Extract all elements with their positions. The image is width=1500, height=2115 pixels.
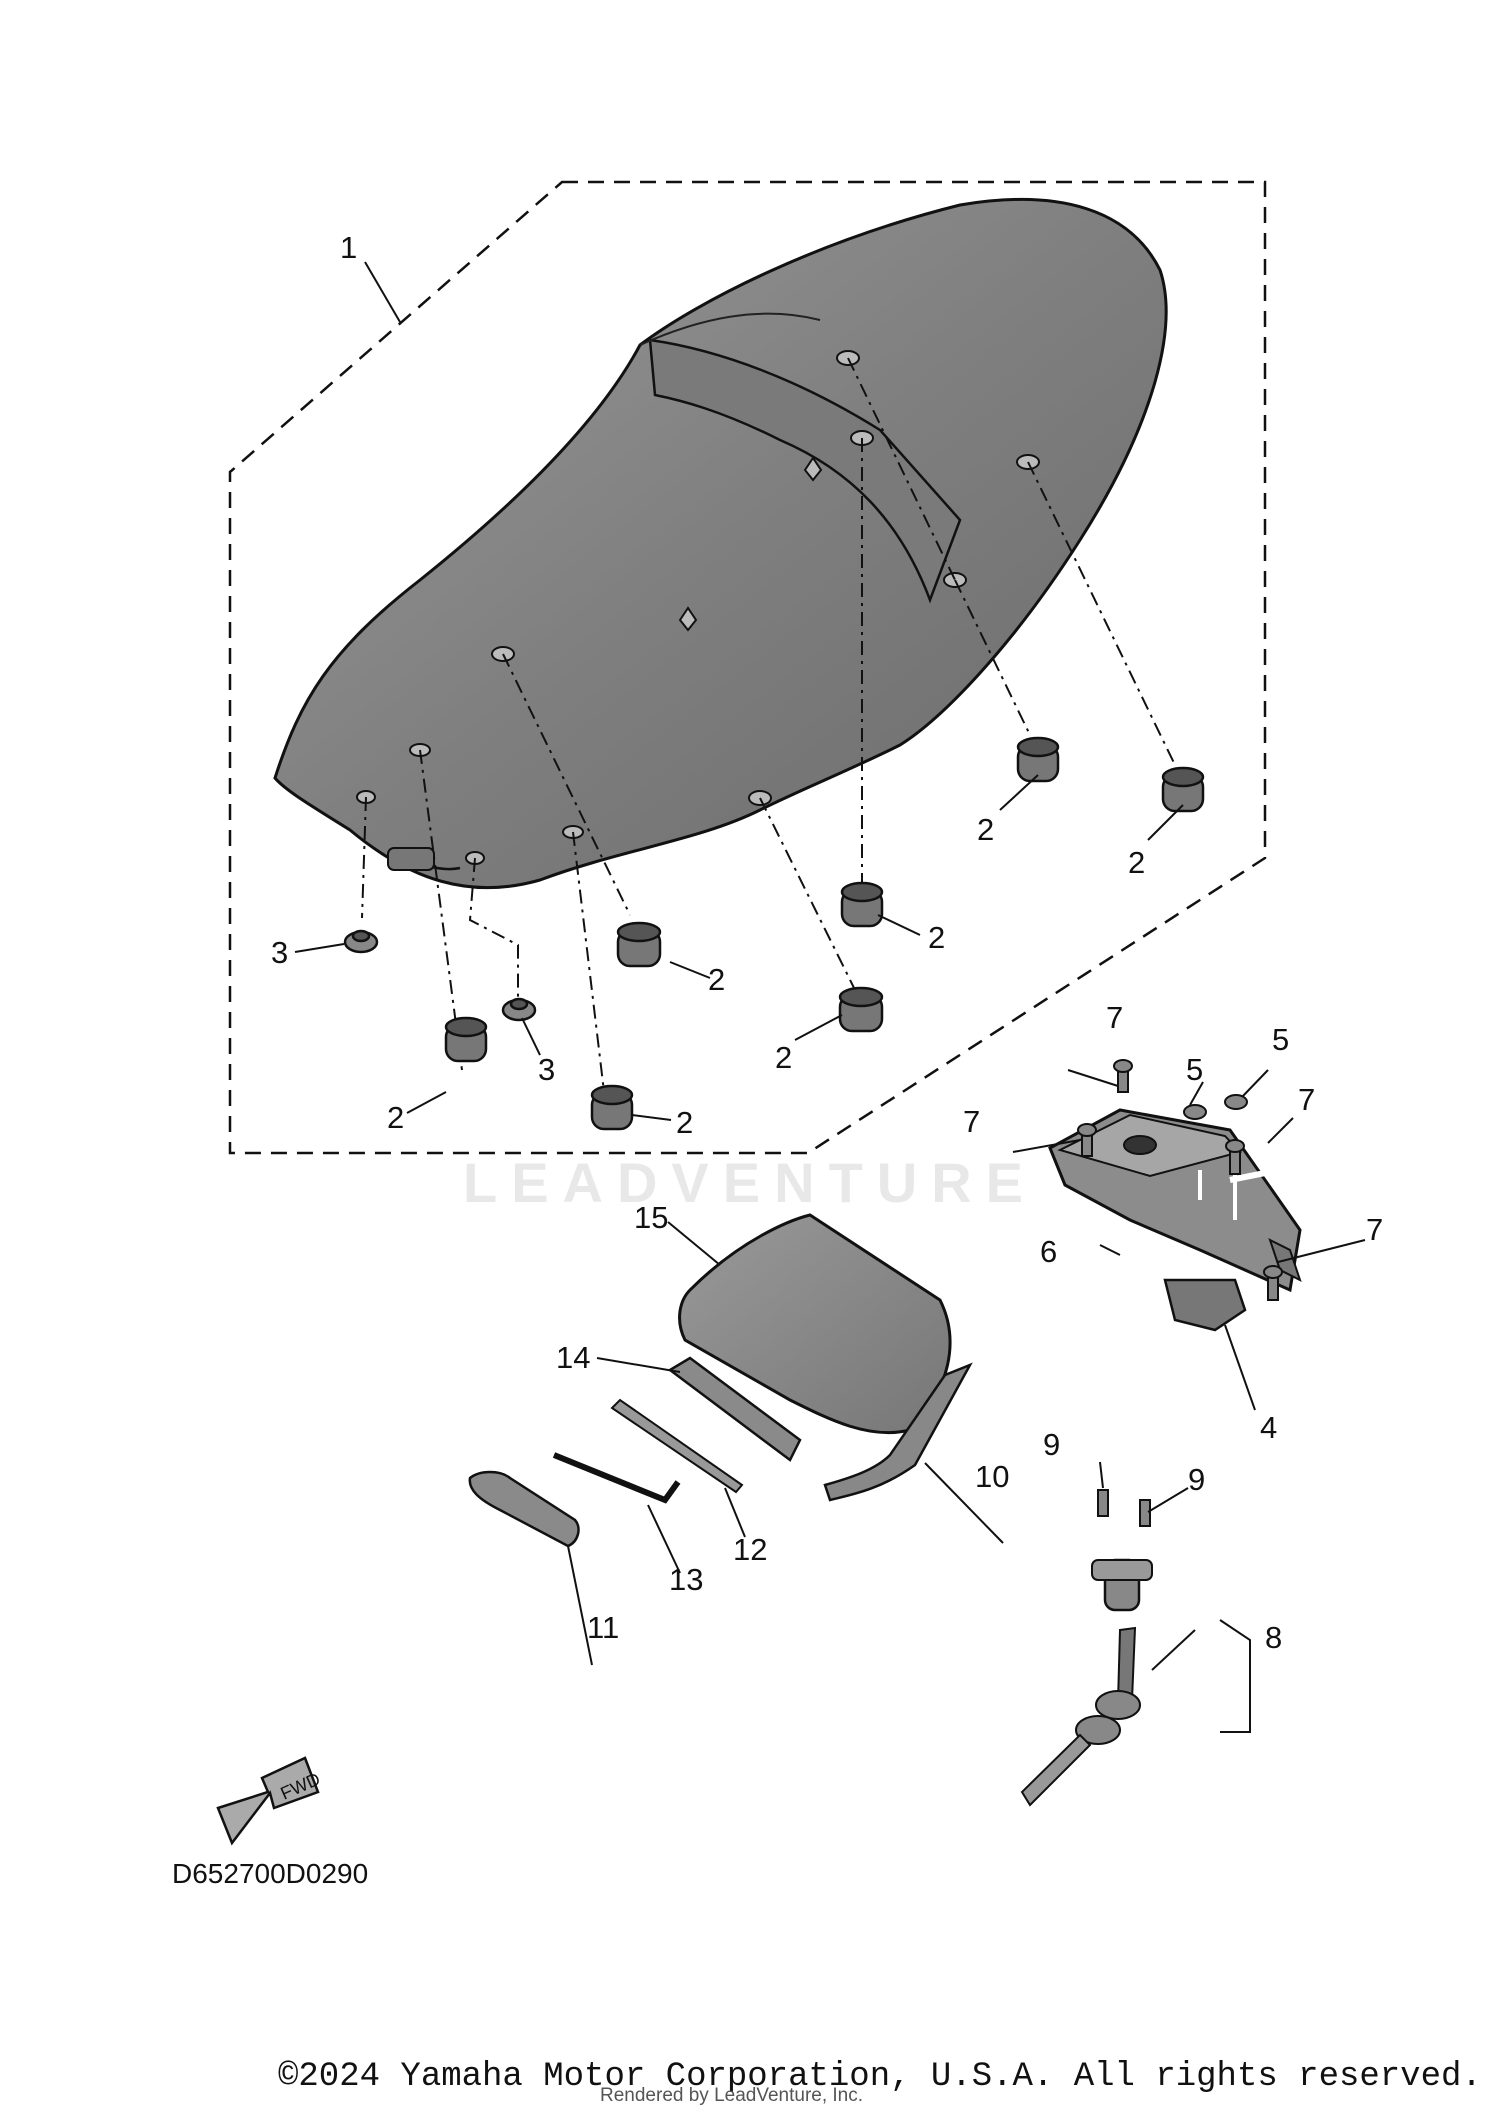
callout-2: 2 (928, 920, 945, 955)
bolt (1077, 1123, 1097, 1157)
callout-4: 4 (1260, 1410, 1277, 1445)
tool-handle (667, 1356, 802, 1462)
bolt (1113, 1059, 1133, 1093)
grommet (343, 929, 379, 954)
damper (1161, 766, 1205, 813)
damper (1016, 736, 1060, 783)
callout-2: 2 (977, 812, 994, 847)
damper (840, 881, 884, 928)
callout-5: 5 (1272, 1022, 1289, 1057)
callout-3: 3 (538, 1052, 555, 1087)
lock-assembly (1020, 1489, 1153, 1807)
strap (823, 1362, 973, 1502)
callout-3: 3 (271, 935, 288, 970)
callout-12: 12 (733, 1532, 767, 1567)
bolt (1263, 1265, 1283, 1301)
screwdriver (610, 1398, 744, 1494)
callout-6: 6 (1040, 1234, 1057, 1269)
leader-lines (294, 261, 1366, 1733)
callout-8: 8 (1265, 1620, 1282, 1655)
callout-2: 2 (775, 1040, 792, 1075)
bolt (1225, 1139, 1245, 1175)
copyright-notice: ©2024 Yamaha Motor Corporation, U.S.A. A… (278, 2058, 1482, 2096)
nut (1224, 1094, 1248, 1110)
damper (444, 1016, 488, 1063)
grip (468, 1470, 580, 1548)
callouts: 1 2 2 2 2 2 2 2 3 3 4 5 5 6 7 7 7 7 8 9 … (271, 230, 1383, 1655)
callout-2: 2 (387, 1100, 404, 1135)
grommet-group (343, 929, 537, 1022)
callout-2: 2 (1128, 845, 1145, 880)
hex-wrench (552, 1452, 681, 1504)
callout-5: 5 (1186, 1052, 1203, 1087)
callout-13: 13 (669, 1562, 703, 1597)
direction-arrow: FWD (216, 1756, 323, 1846)
callout-7: 7 (1298, 1082, 1315, 1117)
callout-2: 2 (676, 1105, 693, 1140)
callout-7: 7 (1106, 1000, 1123, 1035)
callout-11: 11 (587, 1610, 619, 1645)
seat (273, 198, 1168, 890)
damper (590, 1084, 634, 1131)
damper-group (444, 736, 1205, 1131)
callout-14: 14 (556, 1340, 590, 1375)
callout-9: 9 (1188, 1462, 1205, 1497)
watermark: LEADVENTURE (462, 1151, 1038, 1214)
bolt-group (1077, 1059, 1283, 1301)
nut (1183, 1104, 1207, 1120)
rendered-by-notice: Rendered by LeadVenture, Inc. (600, 2085, 864, 2106)
callout-7: 7 (1366, 1212, 1383, 1247)
grommet (501, 997, 537, 1022)
damper (616, 921, 662, 968)
assembly-boundary (228, 180, 1267, 1155)
diagram-code: D652700D0290 (172, 1858, 369, 1889)
callout-7: 7 (963, 1104, 980, 1139)
damper (838, 986, 884, 1033)
callout-1: 1 (340, 230, 357, 265)
callout-9: 9 (1043, 1427, 1060, 1462)
callout-2: 2 (708, 962, 725, 997)
callout-10: 10 (975, 1459, 1009, 1494)
callout-15: 15 (634, 1200, 668, 1235)
mounting-lines (361, 357, 1176, 1101)
